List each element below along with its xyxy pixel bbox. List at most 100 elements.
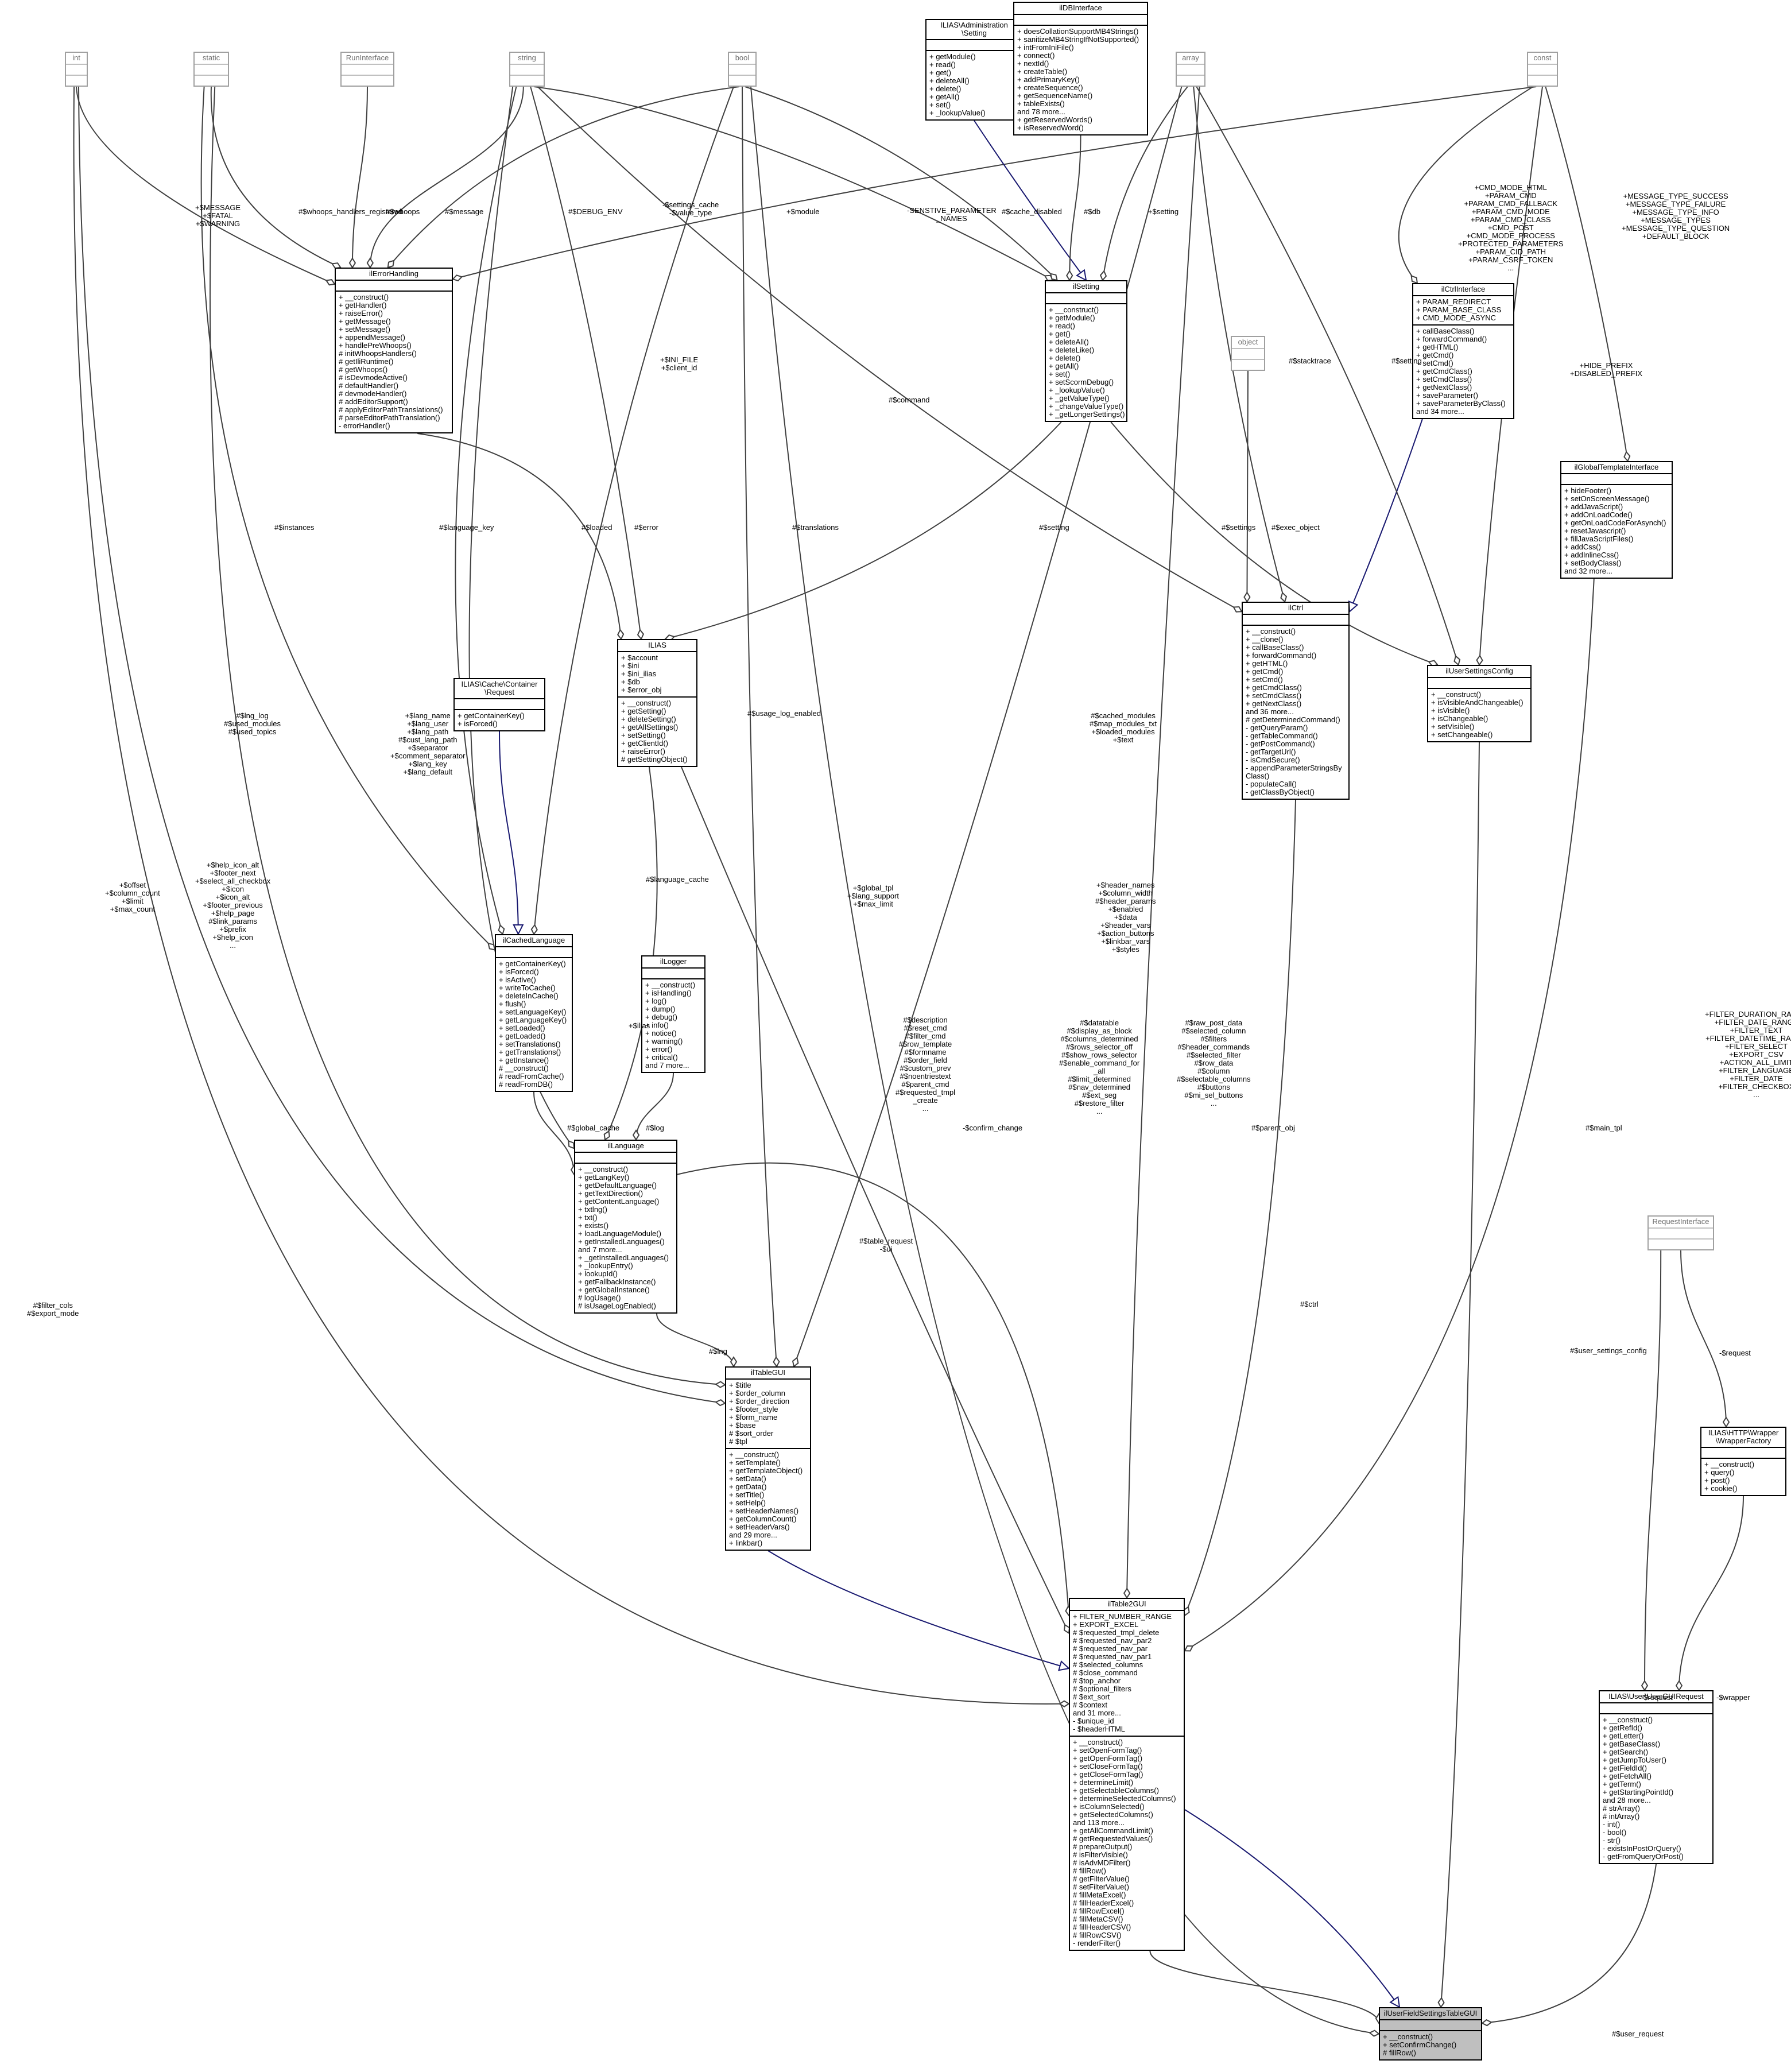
method-section	[510, 76, 544, 86]
member-line: + appendMessage()	[339, 333, 405, 342]
class-requestinterface[interactable]: RequestInterface	[1647, 1215, 1714, 1250]
member-line: # isAdvMDFilter()	[1073, 1858, 1131, 1867]
composition-diamond	[617, 629, 625, 640]
class-iltable2gui[interactable]: ilTable2GUI+ FILTER_NUMBER_RANGE+ EXPORT…	[1069, 1598, 1185, 1951]
member-line: - getClassByObject()	[1246, 788, 1315, 796]
member-line: # fillMetaCSV()	[1073, 1915, 1123, 1923]
method-section: + __construct()+ setTemplate()+ getTempl…	[726, 1449, 810, 1550]
member-line: # $top_anchor	[1073, 1676, 1121, 1685]
class-const[interactable]: const	[1527, 52, 1558, 87]
class-static[interactable]: static	[193, 52, 229, 87]
member-line: + determineSelectedColumns()	[1073, 1794, 1176, 1803]
class-adminsetting[interactable]: ILIAS\Administration \Setting+ getModule…	[925, 19, 1023, 121]
method-section: + getModule()+ read()+ get()+ deleteAll(…	[926, 51, 1022, 119]
class-wrapperfactory[interactable]: ILIAS\HTTP\Wrapper \WrapperFactory+ __co…	[1700, 1427, 1786, 1496]
class-title: ILIAS\Cache\Container \Request	[455, 679, 544, 699]
class-array[interactable]: array	[1176, 52, 1205, 87]
class-ilusersettingsconfig[interactable]: ilUserSettingsConfig+ __construct()+ isV…	[1427, 665, 1532, 742]
usage-edge	[1440, 742, 1480, 2008]
member-line: + __construct()	[1073, 1738, 1123, 1746]
member-line: + cookie()	[1704, 1484, 1738, 1493]
member-line: + isForced()	[458, 719, 498, 728]
edge-label: #$message	[445, 207, 484, 216]
inheritance-arrowhead	[1389, 1996, 1401, 2008]
method-section: + __construct()+ getHandler()+ raiseErro…	[336, 292, 452, 432]
class-illanguage[interactable]: ilLanguage+ __construct()+ getLangKey()+…	[574, 1140, 677, 1314]
class-iluserfieldsettingstablegui[interactable]: ilUserFieldSettingsTableGUI+ __construct…	[1379, 2007, 1482, 2061]
member-line: + getLangKey()	[578, 1173, 630, 1182]
attribute-section	[926, 40, 1022, 51]
class-bool[interactable]: bool	[728, 52, 757, 87]
class-ilctrl[interactable]: ilCtrl+ __construct()+ __clone()+ callBa…	[1242, 602, 1350, 800]
class-cacherequest[interactable]: ILIAS\Cache\Container \Request + getConta…	[453, 678, 545, 731]
member-line: + lookupId()	[578, 1269, 618, 1278]
edge-label: +MESSAGE_TYPE_SUCCESS +MESSAGE_TYPE_FAIL…	[1622, 192, 1730, 241]
edge-label: #$user_request	[1612, 2030, 1664, 2038]
method-section: + __construct()+ isVisibleAndChangeable(…	[1428, 689, 1530, 741]
member-line: + handlePreWhoops()	[339, 341, 412, 350]
class-ilctrlinterface[interactable]: ilCtrlInterface+ PARAM_REDIRECT+ PARAM_B…	[1412, 283, 1514, 419]
member-line: + getAll()	[1049, 362, 1079, 370]
class-ildbinterface[interactable]: ilDBInterface+ doesCollationSupportMB4St…	[1013, 2, 1148, 135]
member-line: and 28 more...	[1603, 1796, 1651, 1804]
attribute-section: + $title+ $order_column+ $order_directio…	[726, 1380, 810, 1449]
usage-edge	[534, 86, 1053, 281]
class-int[interactable]: int	[65, 52, 88, 87]
composition-diamond	[715, 1399, 726, 1407]
member-line: + delete()	[1049, 354, 1081, 362]
class-ilerrorhandling[interactable]: ilErrorHandling+ __construct()+ getHandl…	[335, 268, 453, 433]
class-object[interactable]: object	[1231, 336, 1265, 371]
attribute-section	[642, 969, 704, 979]
composition-diamond	[637, 629, 645, 640]
member-line: # getWhoops()	[339, 365, 388, 374]
edge-label: #$datatable #$display_as_block #$columns…	[1059, 1018, 1140, 1116]
attribute-section	[1243, 615, 1348, 626]
attribute-section	[729, 65, 755, 76]
composition-diamond	[1243, 591, 1251, 603]
member-line: + getFallbackInstance()	[578, 1277, 656, 1286]
class-runinterface[interactable]: RunInterface	[340, 52, 394, 87]
usage-edge	[537, 86, 1242, 613]
inheritance-arrowhead	[1348, 600, 1359, 613]
attribute-section	[1232, 349, 1264, 360]
method-section	[1177, 76, 1204, 86]
class-ilcachedlanguage[interactable]: ilCachedLanguage+ getContainerKey()+ isF…	[495, 934, 573, 1092]
class-userguirequest[interactable]: ILIAS\User\UserGUIRequest+ __construct()…	[1599, 1690, 1714, 1864]
attribute-section	[195, 65, 228, 76]
usage-edge	[1196, 86, 1459, 665]
member-line: + isColumnSelected()	[1073, 1802, 1145, 1811]
attribute-section	[455, 699, 544, 710]
edge-label: #$main_tpl	[1585, 1124, 1622, 1132]
member-line: + deleteAll()	[929, 76, 970, 85]
member-line: + getContainerKey()	[499, 959, 566, 968]
member-line: + getContainerKey()	[458, 711, 525, 720]
member-line: + getTranslations()	[499, 1048, 561, 1056]
class-ilias[interactable]: ILIAS+ $account+ $ini+ $ini_ilias+ $db+ …	[617, 639, 697, 767]
member-line: + raiseError()	[621, 747, 665, 756]
member-line: + $error_obj	[621, 685, 662, 694]
edge-label: #$db	[1084, 207, 1100, 216]
class-ilglobaltemplateinterface[interactable]: ilGlobalTemplateInterface+ hideFooter()+…	[1560, 461, 1673, 579]
edge-label: #$error	[634, 523, 658, 532]
member-line: # fillRowCSV()	[1073, 1931, 1122, 1939]
member-line: + deleteSetting()	[621, 715, 676, 723]
method-section: + __construct()+ getSetting()+ deleteSet…	[618, 698, 696, 766]
usage-edge	[387, 86, 740, 268]
member-line: + getOpenFormTag()	[1073, 1754, 1143, 1763]
usage-edge	[677, 1162, 1069, 1616]
member-line: + getSetting()	[621, 707, 666, 715]
class-string[interactable]: string	[509, 52, 545, 87]
class-ilsetting[interactable]: ilSetting+ __construct()+ getModule()+ r…	[1045, 280, 1127, 422]
class-iltablegui[interactable]: ilTableGUI+ $title+ $order_column+ $orde…	[725, 1366, 811, 1551]
edge-label: #$lng	[709, 1347, 727, 1355]
member-line: + setBodyClass()	[1564, 559, 1622, 567]
member-line: - str()	[1603, 1836, 1621, 1845]
class-illogger[interactable]: ilLogger+ __construct()+ isHandling()+ l…	[641, 955, 705, 1073]
usage-edge	[1184, 799, 1296, 1616]
composition-diamond	[530, 924, 538, 935]
class-title: ilLogger	[642, 956, 704, 969]
edge-label: #$settings	[1222, 523, 1256, 532]
member-line: + getSequenceName()	[1017, 91, 1093, 100]
member-line: + exists()	[578, 1221, 609, 1230]
member-line: + getMessage()	[339, 317, 391, 326]
